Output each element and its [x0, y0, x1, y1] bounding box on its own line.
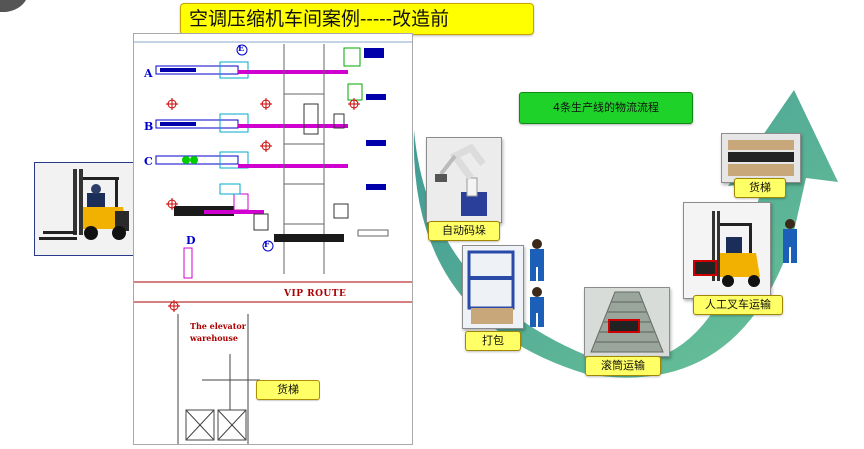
step-label-packing: 打包: [465, 331, 521, 351]
workshop-layout-drawing: A B C D E F VIP ROUTE The elevator wareh…: [133, 33, 413, 445]
elevator-note-line1: The elevator: [190, 321, 246, 331]
page-title: 空调压缩机车间案例-----改造前: [180, 3, 534, 35]
forklift-icon: [35, 163, 136, 255]
robot-arm-icon: [427, 138, 501, 222]
worker-icon: [530, 239, 544, 327]
freight-elevator-photo: [721, 133, 801, 183]
elevator-note: The elevator warehouse: [190, 320, 246, 344]
packing-machine-icon: [463, 246, 523, 328]
step-label-palletizing: 自动码垛: [428, 221, 500, 241]
vip-route-label: VIP ROUTE: [284, 289, 347, 299]
marker-e: E: [238, 43, 245, 53]
elevator-label: 货梯: [256, 380, 320, 400]
line-label-b: B: [144, 120, 154, 133]
roller-conveyor-photo: [584, 287, 670, 357]
freight-elevator-icon: [722, 134, 800, 182]
line-label-a: A: [144, 67, 153, 80]
step-label-forklift-transport: 人工叉车运输: [693, 295, 783, 315]
forklift-photo: [34, 162, 137, 256]
robot-arm-photo: [426, 137, 502, 223]
elevator-note-line2: warehouse: [190, 333, 238, 343]
operator-icon: [783, 219, 797, 263]
corner-decoration: [0, 0, 26, 12]
marker-f: F: [264, 239, 270, 249]
forklift-transport-icon: [684, 203, 770, 298]
line-label-d: D: [186, 234, 196, 247]
layout-schematic: [134, 41, 412, 444]
line-label-c: C: [144, 155, 153, 168]
roller-conveyor-icon: [585, 288, 669, 356]
forklift-transport-photo: [683, 202, 771, 299]
flow-title: 4条生产线的物流流程: [519, 92, 693, 124]
step-label-roller-conveyor: 滚筒运输: [585, 356, 661, 376]
packing-machine-photo: [462, 245, 524, 329]
step-label-freight-elevator: 货梯: [734, 178, 786, 198]
